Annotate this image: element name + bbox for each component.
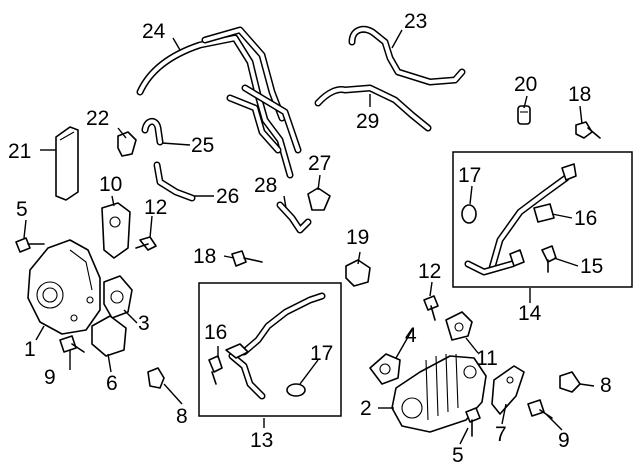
bolt-9-left: [59, 335, 85, 353]
hose-28: [276, 201, 312, 234]
sensor-housing-21: [55, 126, 79, 201]
coolant-hose-23: [348, 25, 466, 86]
callout-6: 6: [106, 372, 118, 395]
callout-19: 19: [346, 226, 369, 249]
callout-29: 29: [356, 110, 379, 133]
callout-28: 28: [254, 174, 277, 197]
actuator-10: [101, 202, 131, 259]
bracket-7: [491, 365, 525, 415]
bolt-18-middle: [231, 250, 263, 267]
bolt-12-center: [423, 295, 439, 321]
fitting-8-right: [559, 371, 581, 393]
callout-21: 21: [8, 140, 31, 163]
callout-1: 1: [24, 338, 36, 361]
callout-27: 27: [308, 152, 331, 175]
callout-8-right: 8: [600, 374, 612, 397]
leader-lines: [23, 29, 595, 445]
callout-16-group13: 16: [204, 321, 227, 344]
coolant-tube-29: [314, 84, 432, 132]
callout-8-left: 8: [176, 405, 188, 428]
callout-14: 14: [518, 302, 542, 325]
coolant-tube-assembly-24: [136, 26, 302, 179]
gasket-3: [103, 275, 133, 319]
gasket-4: [369, 353, 401, 385]
bolt-5-left: [15, 237, 45, 253]
callout-9-right: 9: [558, 429, 570, 452]
callout-3: 3: [138, 312, 150, 335]
plate-6: [91, 315, 127, 357]
callout-23: 23: [404, 10, 427, 33]
group-13-frame: [198, 282, 342, 417]
callout-20: 20: [514, 73, 537, 96]
hose-25: [141, 118, 164, 146]
bolt-12-left: [135, 236, 157, 251]
callout-5-right: 5: [452, 444, 464, 467]
egr-valve-1: [27, 239, 101, 335]
callout-5-left: 5: [16, 198, 28, 221]
callout-11: 11: [476, 347, 498, 370]
callout-17-group13: 17: [310, 342, 333, 365]
callout-17-group14: 17: [458, 164, 481, 187]
callout-labels: 24 23 29 20 18 22 25 21 27 28 26 10 12 5…: [8, 10, 612, 467]
bolt-9-right: [527, 399, 553, 419]
callout-24: 24: [142, 20, 166, 43]
callout-13: 13: [250, 429, 273, 452]
bolt-18-top: [575, 121, 601, 139]
sensor-20: [517, 105, 531, 125]
callout-22: 22: [86, 107, 109, 130]
clip-27: [307, 187, 331, 211]
callout-26: 26: [216, 185, 239, 208]
callout-15: 15: [580, 255, 603, 278]
egr-cooler-2: [391, 353, 487, 433]
callout-9-left: 9: [44, 366, 56, 389]
callout-7: 7: [495, 423, 507, 446]
callout-18-top: 18: [568, 83, 591, 106]
callout-10: 10: [99, 173, 122, 196]
callout-25: 25: [191, 134, 214, 157]
callout-12-left: 12: [144, 196, 167, 219]
fitting-8-left: [147, 367, 165, 389]
flange-11: [445, 311, 473, 341]
hose-26: [153, 161, 196, 202]
sensor-22: [117, 131, 137, 157]
callout-12-center: 12: [418, 260, 441, 283]
bolt-5-right: [465, 407, 481, 437]
callout-4: 4: [405, 324, 417, 347]
callout-2: 2: [360, 397, 372, 420]
callout-18-middle: 18: [193, 245, 216, 268]
callout-16-group14: 16: [574, 207, 597, 230]
